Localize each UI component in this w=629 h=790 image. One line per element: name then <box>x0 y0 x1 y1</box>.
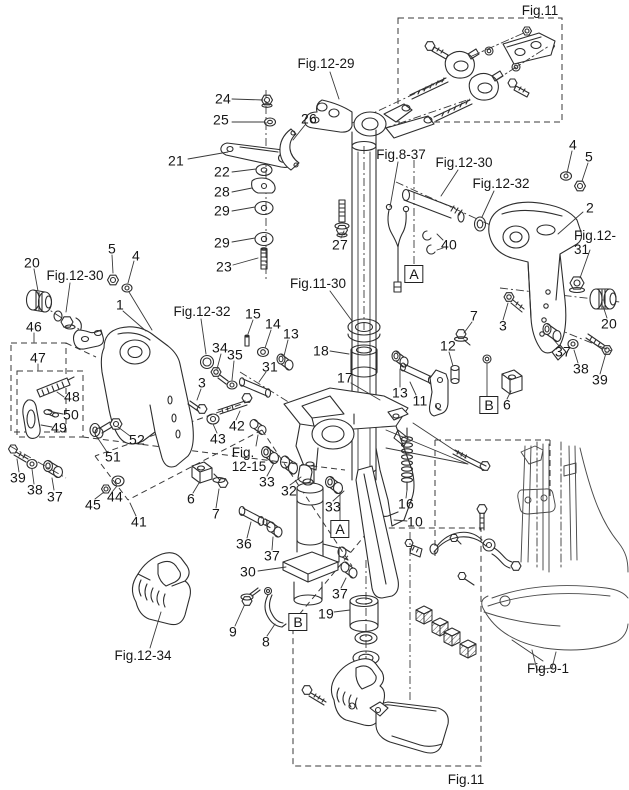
figure-ref-label: Fig.11 <box>447 771 485 787</box>
part-number-label: 37 <box>555 343 571 360</box>
figure-ref-label: Fig. 12-15 <box>231 444 267 474</box>
part-number-label: 4 <box>132 247 140 264</box>
figure-ref-label: Fig.12-32 <box>173 303 231 319</box>
part-number-label: 1 <box>116 296 124 313</box>
part-number-label: 49 <box>51 419 67 436</box>
part-number-label: 20 <box>24 254 40 271</box>
part-number-label: 37 <box>332 585 348 602</box>
part-number-label: 14 <box>265 315 281 332</box>
part-number-label: 48 <box>64 388 80 405</box>
tilt-lock-linkage <box>385 329 523 465</box>
clamp-bracket-starboard <box>488 171 617 361</box>
part-number-label: 34 <box>212 339 228 356</box>
part-number-label: 45 <box>85 496 101 513</box>
part-number-label: 9 <box>229 623 237 640</box>
callout-letter-box: A <box>330 520 350 538</box>
part-number-label: 3 <box>499 317 507 334</box>
part-number-label: 39 <box>592 371 608 388</box>
part-number-label: 35 <box>227 346 243 363</box>
part-number-label: 6 <box>187 490 195 507</box>
transom-clamp-kit <box>301 449 522 754</box>
part-number-label: 23 <box>216 258 232 275</box>
callout-letter-box: B <box>479 396 499 414</box>
part-number-label: 10 <box>407 513 423 530</box>
part-number-label: 26 <box>301 110 317 127</box>
part-number-label: 16 <box>398 495 414 512</box>
figure-ref-label: Fig.12-32 <box>472 175 530 191</box>
leader-lines <box>16 71 608 662</box>
part-number-label: 15 <box>245 305 261 322</box>
part-number-label: 3 <box>198 374 206 391</box>
part-number-label: 51 <box>105 448 121 465</box>
part-number-label: 7 <box>212 505 220 522</box>
part-number-label: 39 <box>10 469 26 486</box>
part-number-label: 27 <box>332 236 348 253</box>
figure-ref-label: Fig.12-29 <box>297 55 355 71</box>
figure-ref-label: Fig.11-30 <box>289 275 347 291</box>
reverse-lock-kit <box>7 376 125 494</box>
lower-mount-hardware <box>191 461 229 488</box>
part-number-label: 7 <box>470 307 478 324</box>
callout-letter-box: B <box>288 613 308 631</box>
part-number-label: 40 <box>441 236 457 253</box>
figure-ref-label: Fig.12-31 <box>573 227 617 257</box>
part-number-label: 31 <box>262 358 278 375</box>
part-number-label: 29 <box>214 234 230 251</box>
figure-ref-label: Fig.11 <box>521 2 559 18</box>
steering-bracket-and-shaft <box>220 94 435 481</box>
part-number-label: 13 <box>283 325 299 342</box>
part-number-label: 44 <box>107 488 123 505</box>
figure-ref-label: Fig.12-34 <box>114 647 172 663</box>
part-number-label: 8 <box>262 633 270 650</box>
part-number-label: 42 <box>229 417 245 434</box>
trim-sender-harness-and-tilt-tube <box>385 188 487 293</box>
part-number-label: 2 <box>586 199 594 216</box>
part-number-label: 28 <box>214 183 230 200</box>
figure-ref-label: Fig.8-37 <box>376 146 426 162</box>
part-number-label: 12 <box>440 337 456 354</box>
dashed-assembly-boxes <box>10 17 563 767</box>
part-number-label: 50 <box>63 406 79 423</box>
power-tilt-unit <box>238 445 379 633</box>
part-number-label: 11 <box>412 392 428 409</box>
part-number-label: 5 <box>108 240 116 257</box>
part-number-label: 22 <box>214 163 230 180</box>
part-number-label: 46 <box>26 318 42 335</box>
lower-unit-outline <box>481 441 629 671</box>
part-number-label: 25 <box>213 111 229 128</box>
part-number-label: 13 <box>392 384 408 401</box>
part-number-label: 38 <box>27 481 43 498</box>
part-number-label: 36 <box>236 535 252 552</box>
part-number-label: 17 <box>337 369 353 386</box>
part-number-label: 37 <box>264 547 280 564</box>
swivel-pin-hardware <box>187 334 294 436</box>
part-number-label: 24 <box>215 90 231 107</box>
figure-ref-label: Fig.12-30 <box>435 154 493 170</box>
upper-mount-kit <box>409 26 556 122</box>
part-number-label: 29 <box>214 202 230 219</box>
part-number-label: 41 <box>131 513 147 530</box>
part-number-label: 18 <box>313 342 329 359</box>
part-number-label: 6 <box>503 396 511 413</box>
part-number-label: 33 <box>325 498 341 515</box>
part-number-label: 20 <box>601 315 617 332</box>
part-number-label: 38 <box>573 360 589 377</box>
part-number-label: 32 <box>281 482 297 499</box>
part-number-label: 52 <box>129 431 145 448</box>
part-number-label: 37 <box>47 488 63 505</box>
part-number-label: 21 <box>168 152 184 169</box>
figure-ref-label: Fig.9-1 <box>526 660 570 676</box>
figure-ref-label: Fig.12-30 <box>46 267 104 283</box>
callout-letter-box: A <box>404 265 424 283</box>
part-number-label: 19 <box>318 605 334 622</box>
clamp-lever-fig12-34 <box>131 552 191 626</box>
part-number-label: 30 <box>240 563 256 580</box>
part-number-label: 4 <box>569 136 577 153</box>
part-number-label: 33 <box>259 473 275 490</box>
part-number-label: 5 <box>585 148 593 165</box>
part-number-label: 47 <box>30 349 46 366</box>
part-number-label: 43 <box>210 430 226 447</box>
